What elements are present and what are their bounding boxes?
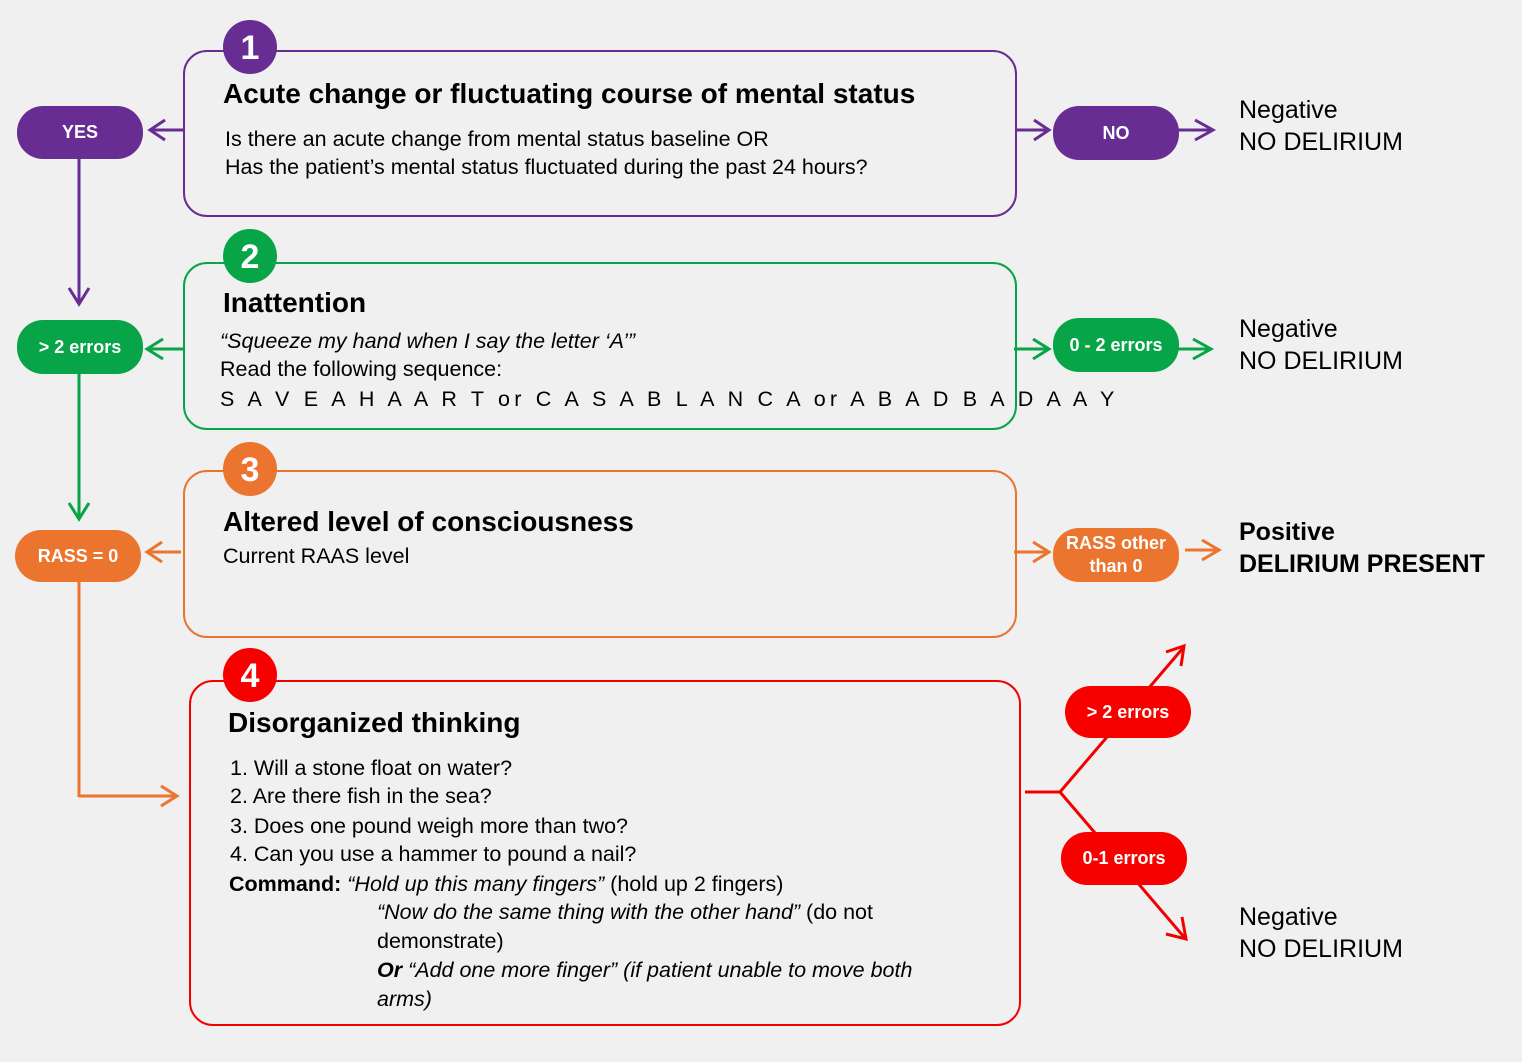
step4-question-3: 3. Does one pound weigh more than two? [230, 814, 629, 838]
arrowhead-yes [147, 118, 166, 142]
step1-box [183, 50, 1017, 217]
command2-note: (do not [800, 900, 873, 924]
step4-question-2: 2. Are there fish in the sea? [230, 784, 492, 808]
step4-question-1: 1. Will a stone float on water? [230, 756, 513, 780]
step4-gt2-errors-pill: > 2 errors [1065, 686, 1191, 738]
step4-title: Disorganized thinking [228, 707, 521, 738]
step2-0-2-errors-pill: 0 - 2 errors [1053, 318, 1179, 372]
command-note: (hold up 2 fingers) [604, 872, 784, 896]
step2-box [183, 262, 1017, 430]
step1-result-label: Negative [1239, 96, 1338, 124]
step2-result-label: Negative [1239, 315, 1338, 343]
step1-number-badge: 1 [223, 20, 277, 74]
step2-connectors [67, 337, 1215, 522]
rass-other-line1: RASS other [1065, 533, 1166, 553]
step4-result-value: NO DELIRIUM [1239, 935, 1403, 963]
step1-question-1: Is there an acute change from mental sta… [225, 127, 769, 151]
step3-connectors [77, 538, 1222, 808]
step3-line: Current RAAS level [223, 544, 410, 568]
step1-result-value: NO DELIRIUM [1239, 128, 1403, 156]
step2-result-value: NO DELIRIUM [1239, 347, 1403, 375]
step2-gt2-errors-pill: > 2 errors [17, 320, 143, 374]
step4-box [189, 680, 1021, 1026]
step2-sequence: S A V E A H A A R T or C A S A B L A N C… [220, 387, 1119, 411]
step2-number-badge: 2 [223, 229, 277, 283]
step3-result-value: DELIRIUM PRESENT [1239, 550, 1485, 578]
step2-instruction: “Squeeze my hand when I say the letter ‘… [220, 329, 636, 353]
command-quote: “Hold up this many fingers” [347, 872, 605, 896]
step3-result-label: Positive [1239, 518, 1335, 546]
step4-question-4: 4. Can you use a hammer to pound a nail? [230, 842, 637, 866]
step4-command-line: Command: “Hold up this many fingers” (ho… [229, 870, 783, 898]
or-note: (if patient unable to move both [617, 958, 913, 982]
step4-or-cont: arms) [377, 987, 432, 1011]
step4-0-1-errors-pill: 0-1 errors [1061, 832, 1187, 885]
command-label: Command: [229, 872, 342, 896]
step3-box [183, 470, 1017, 638]
step4-number-badge: 4 [223, 648, 277, 702]
rass-other-pill: RASS other than 0 [1053, 528, 1179, 582]
step1-title: Acute change or fluctuating course of me… [223, 78, 916, 109]
arrowhead-yes-down [67, 287, 91, 307]
command2-quote: “Now do the same thing with the other ha… [377, 900, 801, 924]
step3-title: Altered level of consciousness [223, 506, 634, 537]
step4-command2-cont: demonstrate) [377, 929, 504, 953]
step2-read-line: Read the following sequence: [220, 357, 503, 381]
rass-zero-pill: RASS = 0 [15, 530, 141, 582]
step4-result-label: Negative [1239, 903, 1338, 931]
step3-number-badge: 3 [223, 442, 277, 496]
step4-command2-line: “Now do the same thing with the other ha… [377, 898, 873, 926]
or-quote: “Add one more finger” [402, 958, 618, 982]
or-label: Or [377, 958, 403, 982]
step1-connectors [67, 118, 1217, 307]
step2-title: Inattention [223, 287, 367, 318]
arrowhead-no [1033, 118, 1052, 142]
yes-pill: YES [17, 106, 143, 159]
no-pill: NO [1053, 106, 1179, 160]
step4-or-line: Or “Add one more finger” (if patient una… [377, 956, 912, 984]
rass-other-line2: than 0 [1089, 556, 1143, 576]
step1-question-2: Has the patient’s mental status fluctuat… [225, 155, 868, 179]
arrowhead-no-result [1194, 118, 1217, 142]
